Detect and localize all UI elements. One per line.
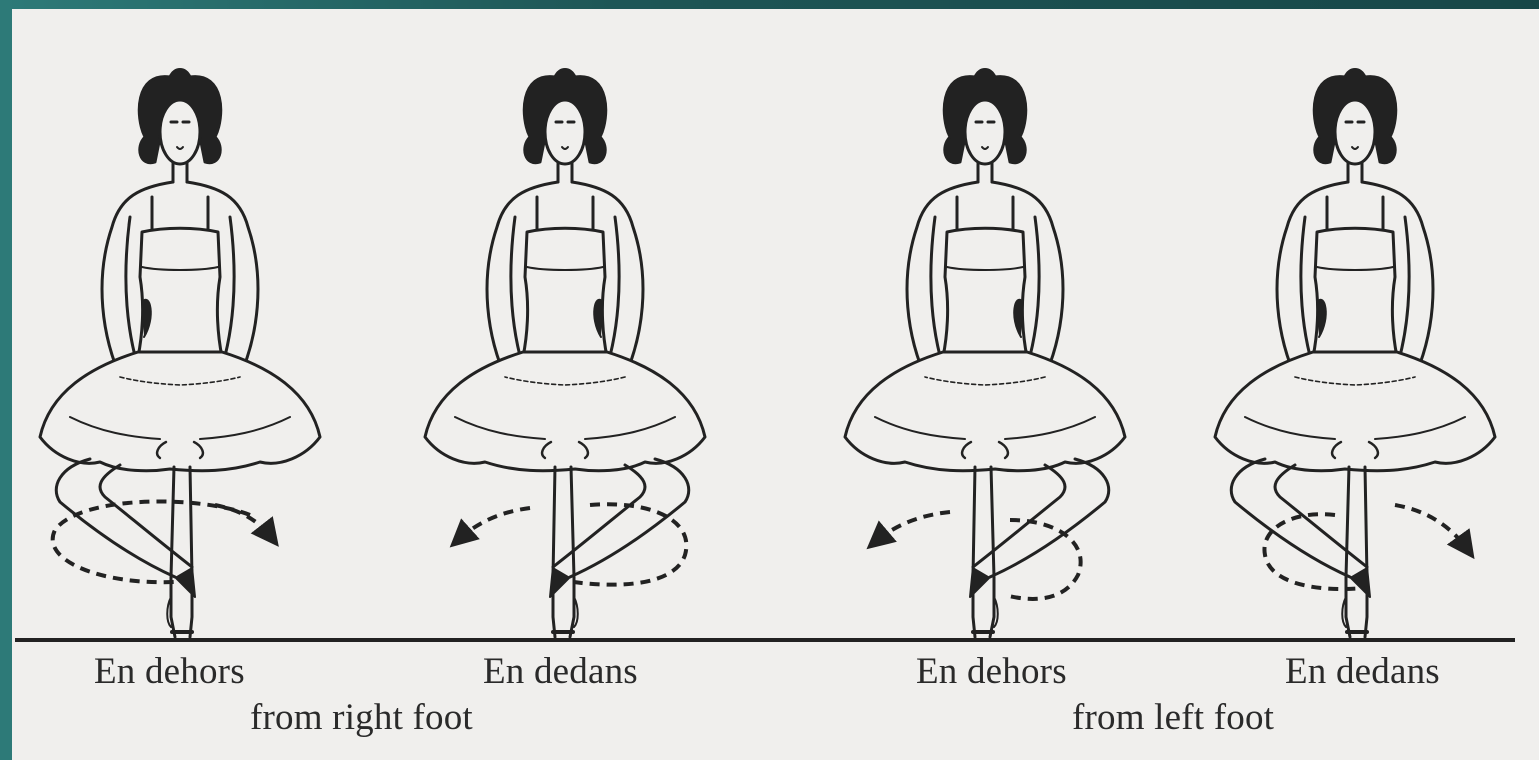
- caption-en-dedans-right: En dedans: [483, 650, 638, 693]
- dancer-figure-2: [425, 70, 705, 638]
- dancer-figure-1: [40, 70, 320, 638]
- caption-en-dehors-left: En dehors: [916, 650, 1067, 693]
- group-caption-right-foot: from right foot: [250, 696, 473, 739]
- caption-en-dehors-right: En dehors: [94, 650, 245, 693]
- dancer-figure-3: [845, 70, 1125, 638]
- caption-en-dedans-left: En dedans: [1285, 650, 1440, 693]
- group-caption-left-foot: from left foot: [1072, 696, 1274, 739]
- dancer-figure-4: [1215, 70, 1495, 638]
